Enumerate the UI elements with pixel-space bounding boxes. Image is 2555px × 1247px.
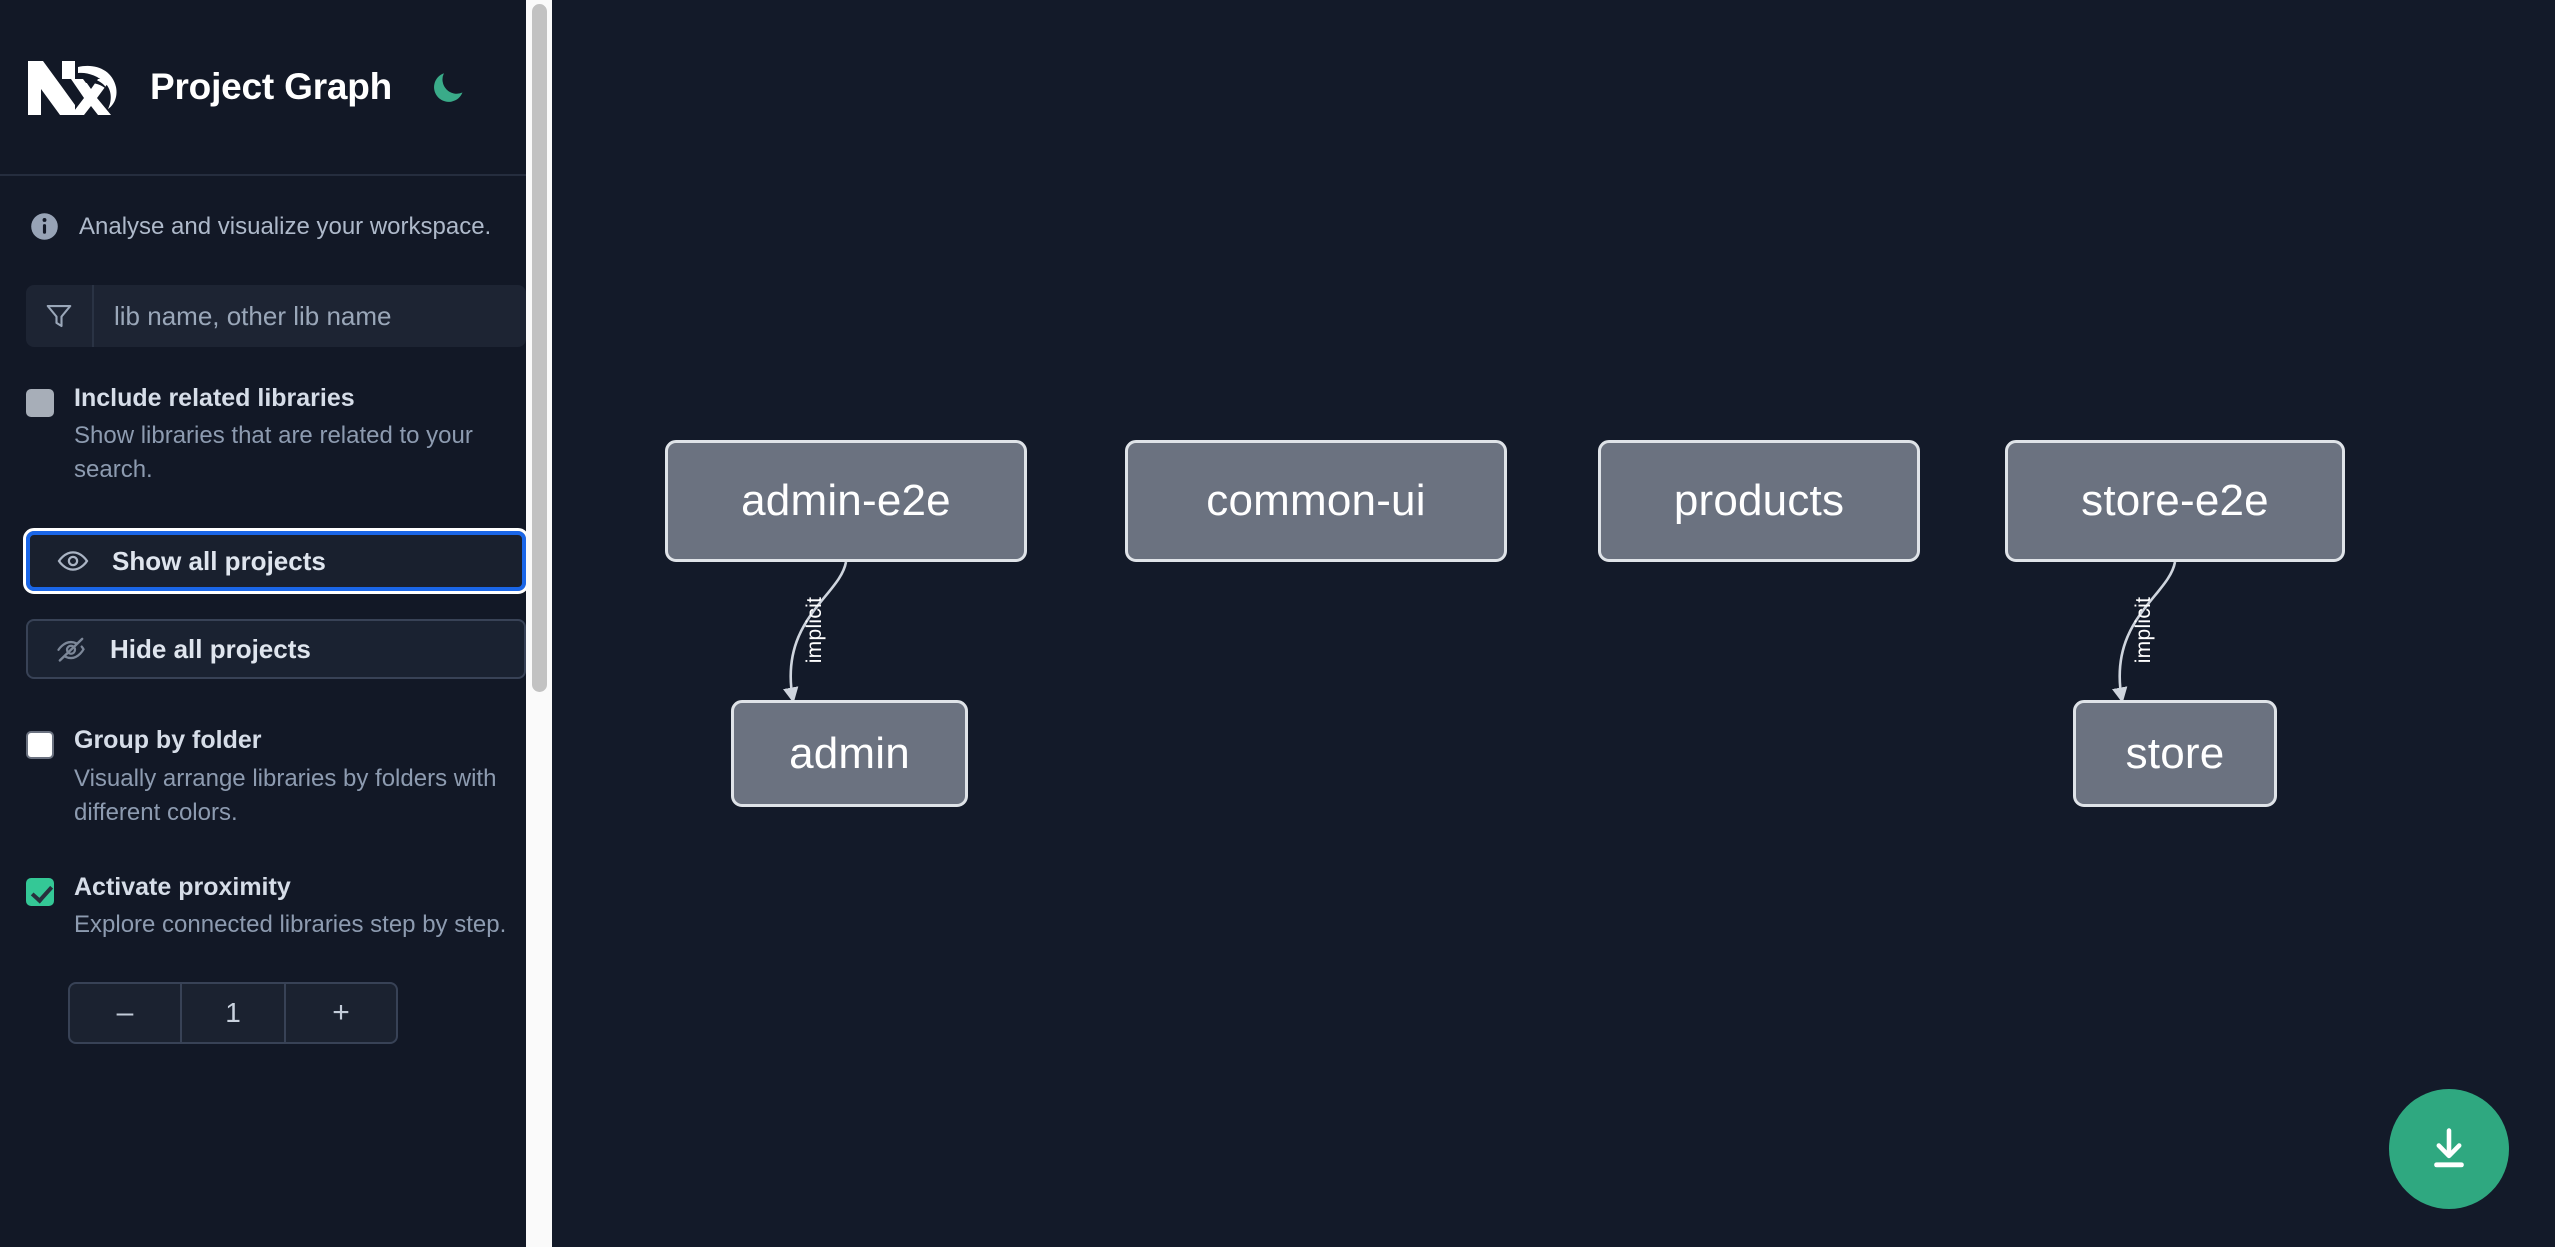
sidebar: Project Graph Analyse and visualize your…: [0, 0, 552, 1247]
show-all-projects-label: Show all projects: [112, 545, 326, 576]
graph-node-store-e2e[interactable]: store-e2e: [2005, 440, 2345, 562]
proximity-value: 1: [180, 984, 286, 1043]
hide-all-projects-button[interactable]: Hide all projects: [26, 619, 526, 680]
eye-off-glyph: [57, 638, 85, 663]
funnel-glyph: [46, 304, 72, 328]
option-text: Activate proximity Explore connected lib…: [74, 872, 506, 942]
group-by-folder-checkbox[interactable]: [26, 731, 54, 760]
graph-node-common-ui[interactable]: common-ui: [1125, 440, 1507, 562]
search-input[interactable]: [94, 285, 526, 347]
page-title: Project Graph: [150, 66, 393, 107]
moon-glyph: [434, 73, 463, 102]
search-field[interactable]: [26, 285, 526, 347]
option-text: Group by folder Visually arrange librari…: [74, 725, 526, 829]
show-all-projects-button[interactable]: Show all projects: [23, 528, 529, 595]
info-icon: [31, 213, 58, 240]
option-description: Explore connected libraries step by step…: [74, 911, 507, 939]
option-title: Group by folder: [74, 726, 262, 755]
sidebar-header: Project Graph: [0, 0, 552, 176]
graph-canvas[interactable]: implicit implicit admin-e2e common-ui pr…: [552, 0, 2555, 1247]
option-include-related-libraries[interactable]: Include related libraries Show libraries…: [26, 383, 526, 487]
option-title: Activate proximity: [74, 872, 291, 901]
option-group-by-folder[interactable]: Group by folder Visually arrange librari…: [26, 725, 526, 829]
include-related-libraries-checkbox[interactable]: [26, 389, 54, 417]
sidebar-body: Include related libraries Show libraries…: [0, 285, 552, 1045]
workspace-info-text: Analyse and visualize your workspace.: [79, 212, 492, 240]
moon-icon[interactable]: [426, 64, 472, 110]
nx-logo: [28, 61, 117, 115]
sidebar-scrollbar-track[interactable]: [526, 0, 552, 1247]
proximity-decrement-button[interactable]: –: [70, 984, 180, 1042]
option-description: Visually arrange libraries by folders wi…: [74, 764, 497, 826]
option-description: Show libraries that are related to your …: [74, 422, 473, 484]
download-button[interactable]: [2389, 1089, 2509, 1209]
download-icon: [2434, 1128, 2464, 1168]
hide-all-projects-label: Hide all projects: [110, 633, 311, 664]
proximity-stepper: – 1 +: [68, 982, 398, 1045]
graph-node-admin-e2e[interactable]: admin-e2e: [665, 440, 1027, 562]
edge-label-implicit-store: implicit: [2132, 596, 2155, 664]
option-title: Include related libraries: [74, 384, 355, 412]
graph-node-store[interactable]: store: [2073, 700, 2277, 807]
project-visibility-buttons: Show all projects Hide all projects: [23, 528, 529, 680]
eye-icon: [56, 544, 90, 578]
graph-edges: [783, 561, 2177, 704]
graph-node-admin[interactable]: admin: [731, 700, 968, 807]
option-text: Include related libraries Show libraries…: [74, 383, 526, 487]
edge-label-implicit-admin: implicit: [803, 596, 826, 664]
eye-off-icon: [54, 632, 88, 666]
sidebar-scrollbar-thumb[interactable]: [532, 4, 547, 692]
proximity-increment-button[interactable]: +: [286, 984, 396, 1042]
activate-proximity-checkbox[interactable]: [26, 877, 54, 906]
option-activate-proximity[interactable]: Activate proximity Explore connected lib…: [26, 872, 526, 942]
workspace-info: Analyse and visualize your workspace.: [0, 176, 552, 275]
filter-icon[interactable]: [26, 285, 94, 347]
graph-node-products[interactable]: products: [1598, 440, 1920, 562]
eye-glyph: [57, 551, 89, 572]
